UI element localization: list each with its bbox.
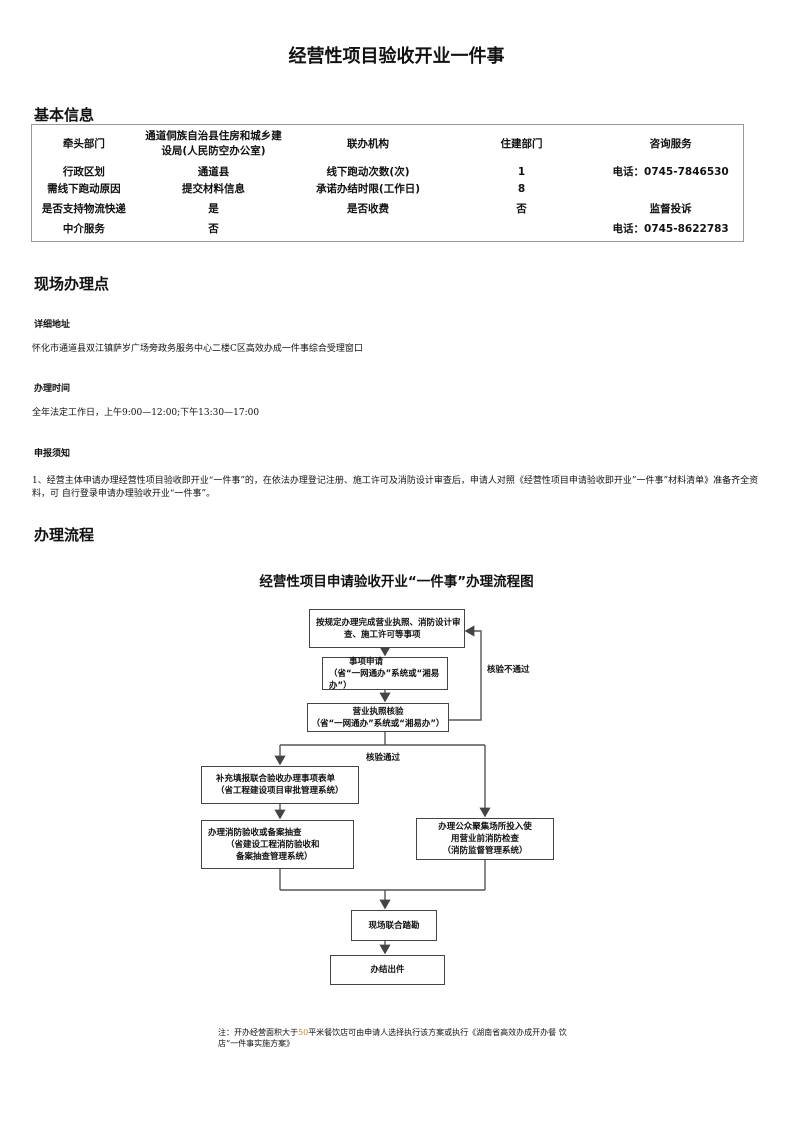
arrow-fail-loop — [449, 625, 482, 721]
info-cell: 否 — [516, 202, 527, 215]
info-cell: 是否支持物流快递 — [41, 202, 126, 215]
info-cell: 住建部门 — [500, 138, 543, 150]
flowchart-title: 经营性项目申请验收开业“一件事”办理流程图 — [259, 574, 534, 590]
address-text: 怀化市通道县双江镇萨岁广场旁政务服务中心二楼C区高效办成一件事综合受理窗口 — [32, 344, 363, 354]
label-check-passed: 核验通过 — [366, 753, 401, 763]
info-cell: 8 — [517, 182, 526, 195]
info-cell: 通道侗族自治县住房和城乡建设局(人民防空办公室) — [145, 130, 282, 157]
site-heading: 现场办理点 — [34, 275, 110, 293]
info-cell: 联办机构 — [347, 138, 389, 150]
info-cell: 线下跑动次数(次) — [326, 165, 410, 178]
info-row: 行政区划 通道县 线下跑动次数(次) 1 电话：0745-7846530 — [32, 163, 743, 180]
flow-step-fire-acceptance: 办理消防验收或备案抽查 （省建设工程消防验收和 备案抽查管理系统） — [201, 820, 354, 869]
info-cell: 通道县 — [197, 165, 230, 178]
info-cell: 否 — [208, 222, 219, 235]
info-cell: 监督投诉 — [649, 202, 692, 215]
notice-text: 1、经营主体申请办理经营性项目验收即开业“一件事”的，在依法办理登记注册、施工许… — [32, 476, 759, 499]
flow-step-prerequisites: 按规定办理完成营业执照、消防设计审 查、施工许可等事项 — [309, 609, 465, 648]
address-label: 详细地址 — [34, 320, 71, 330]
info-cell: 承诺办结时限(工作日) — [315, 182, 421, 195]
info-row: 牵头部门 通道侗族自治县住房和城乡建设局(人民防空办公室) 联办机构 住建部门 咨询服务 — [32, 125, 743, 163]
info-cell: 电话：0745-7846530 — [612, 165, 729, 178]
process-heading: 办理流程 — [34, 526, 95, 544]
flow-step-application: 事项申请 （省“一网通办”系统或“湘易办”） — [322, 657, 448, 691]
info-row: 需线下跑动原因 提交材料信息 承诺办结时限(工作日) 8 — [32, 180, 743, 197]
basic-info-table: 牵头部门 通道侗族自治县住房和城乡建设局(人民防空办公室) 联办机构 住建部门 咨询服务… — [31, 124, 744, 242]
info-cell: 提交材料信息 — [181, 182, 245, 195]
flow-step-supplement-form: 补充填报联合验收办理事项表单 （省工程建设项目审批管理系统） — [201, 766, 359, 804]
info-row: 中介服务 否 电话：0745-8622783 — [32, 220, 743, 237]
info-row: 是否支持物流快递 是 是否收费 否 监督投诉 — [32, 197, 743, 220]
info-cell: 中介服务 — [62, 222, 105, 235]
notice-label: 申报须知 — [34, 449, 71, 459]
flow-step-license-check: 营业执照核验 （省“一网通办”系统或“湘易办”） — [307, 703, 449, 732]
time-text: 全年法定工作日，上午9:00—12:00;下午13:30—17:00 — [32, 408, 260, 418]
info-cell: 是 — [208, 202, 219, 215]
info-cell: 需线下跑动原因 — [47, 182, 121, 195]
flow-step-complete: 办结出件 — [330, 955, 445, 985]
info-cell: 电话：0745-8622783 — [612, 222, 729, 235]
info-cell: 牵头部门 — [62, 138, 105, 150]
basic-info-heading: 基本信息 — [34, 106, 95, 124]
info-cell: 行政区划 — [62, 165, 105, 178]
info-cell: 咨询服务 — [649, 138, 692, 150]
label-check-failed: 核验不通过 — [487, 665, 530, 675]
time-label: 办理时间 — [34, 384, 71, 394]
page-title: 经营性项目验收开业一件事 — [288, 46, 505, 67]
info-cell: 1 — [517, 165, 526, 178]
flow-step-public-fire-inspection: 办理公众聚集场所投入使 用营业前消防检查 （消防监督管理系统） — [416, 818, 554, 860]
flow-step-joint-survey: 现场联合踏勘 — [351, 910, 437, 941]
info-cell: 是否收费 — [347, 202, 389, 215]
flowchart-note: 注：开办经营面积大于50平米餐饮店可由申请人选择执行该方案或执行《湖南省高效办成… — [218, 1028, 567, 1048]
